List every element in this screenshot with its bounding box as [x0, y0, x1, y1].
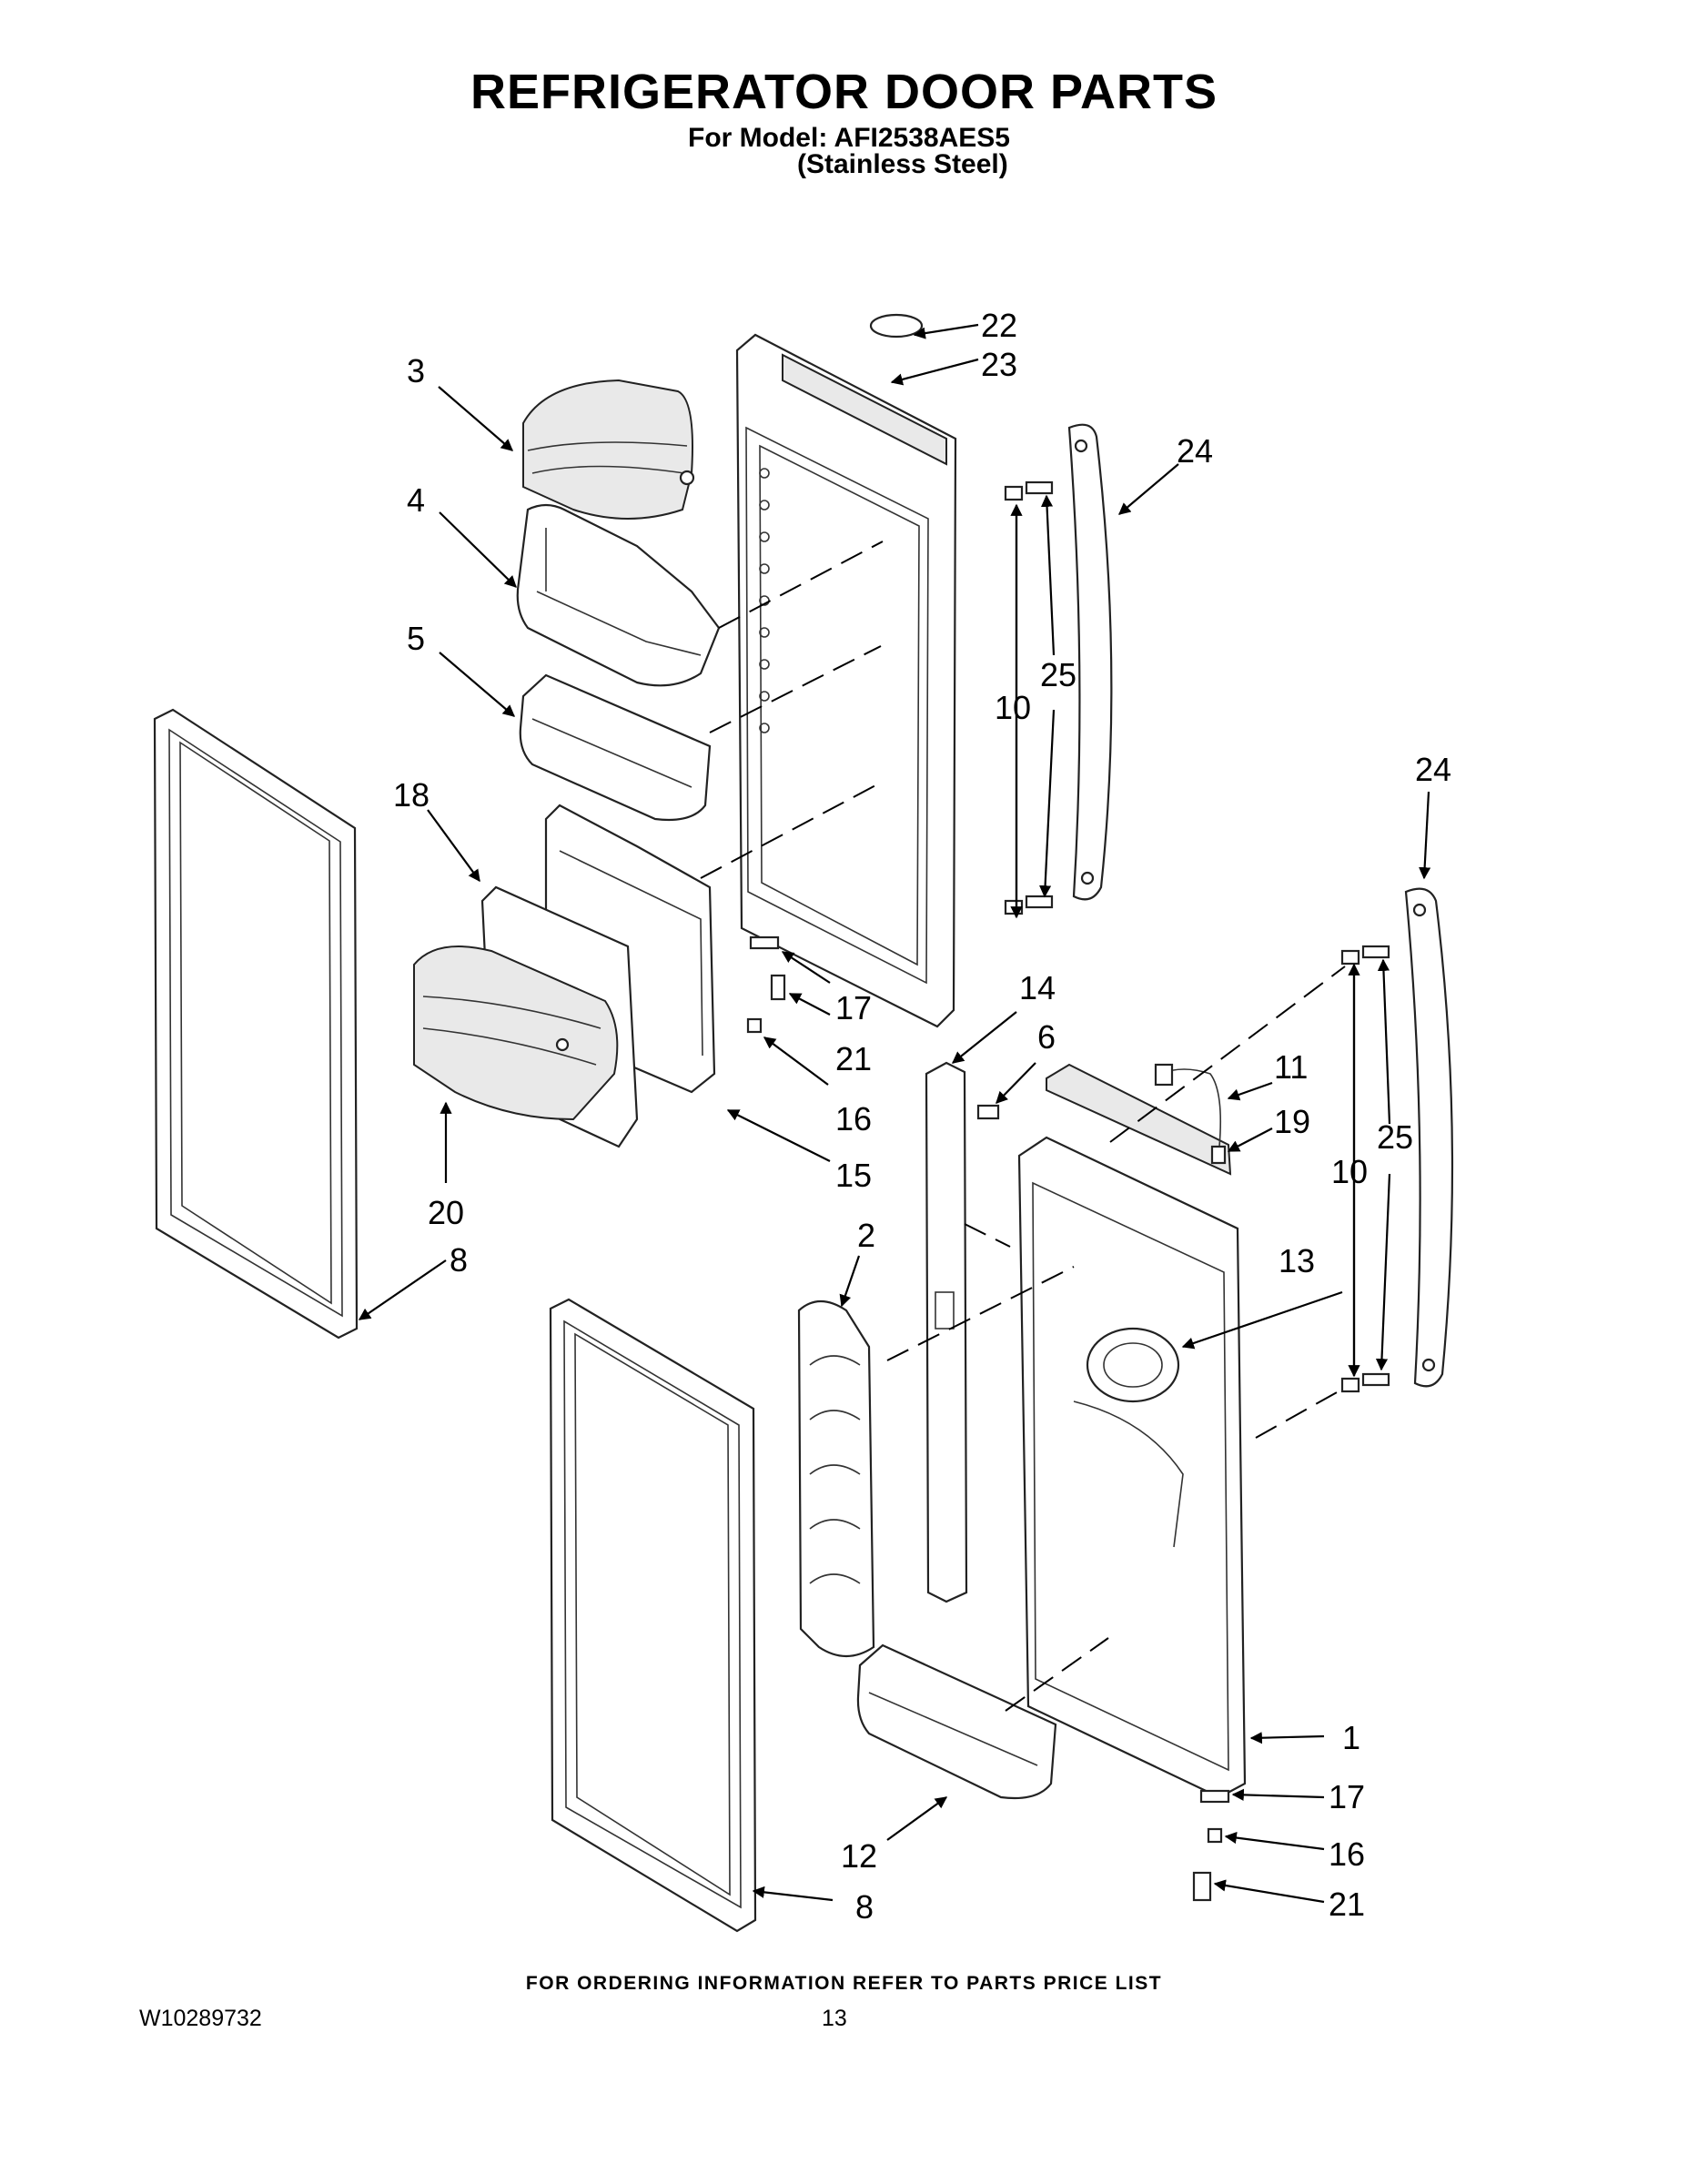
door-gasket-left — [153, 708, 359, 1340]
callout-4: 4 — [407, 481, 425, 519]
callout-8-upper: 8 — [450, 1241, 468, 1279]
handle-screws-lower — [1340, 945, 1390, 1393]
callout-22: 22 — [981, 307, 1017, 344]
water-tube — [1154, 1063, 1227, 1165]
callout-17-upper: 17 — [835, 989, 872, 1026]
ordering-note: FOR ORDERING INFORMATION REFER TO PARTS … — [525, 1973, 1163, 1994]
callout-13: 13 — [1279, 1242, 1315, 1279]
callout-19: 19 — [1274, 1103, 1310, 1140]
page-title: REFRIGERATOR DOOR PARTS — [470, 65, 1218, 119]
lower-door-assembly — [1017, 1063, 1247, 1799]
callout-18: 18 — [393, 776, 430, 814]
door-handle-lower — [1404, 887, 1454, 1388]
ice-bin-door-cover — [413, 945, 619, 1121]
callout-21-lower: 21 — [1329, 1886, 1365, 1923]
upper-hinge-hardware — [746, 935, 786, 1034]
callout-25-lower: 25 — [1377, 1118, 1413, 1156]
callout-14: 14 — [1019, 969, 1056, 1006]
callout-20: 20 — [428, 1194, 464, 1231]
callout-15: 15 — [835, 1157, 872, 1194]
callout-1: 1 — [1342, 1719, 1360, 1756]
document-number: W10289732 — [139, 2006, 262, 2031]
callout-21-upper: 21 — [835, 1040, 872, 1077]
door-bin-large — [856, 1643, 1057, 1800]
egg-tray — [797, 1299, 875, 1657]
model-variant: (Stainless Steel) — [797, 149, 1008, 179]
alignment-lines — [700, 541, 1346, 1712]
door-gasket-right — [549, 1298, 757, 1933]
callout-3: 3 — [407, 352, 425, 389]
callout-8-lower: 8 — [855, 1888, 874, 1926]
callout-16-lower: 16 — [1329, 1835, 1365, 1873]
callout-16-upper: 16 — [835, 1100, 872, 1138]
callout-24-upper: 24 — [1177, 432, 1213, 470]
door-bin-cover — [522, 379, 695, 520]
center-mullion-strip — [925, 1061, 968, 1603]
callout-17-lower: 17 — [1329, 1778, 1365, 1815]
model-number: For Model: AFI2538AES5 — [688, 123, 1010, 153]
screw-6 — [976, 1104, 1000, 1120]
callout-12: 12 — [841, 1837, 877, 1875]
callout-23: 23 — [981, 346, 1017, 383]
leader-lines — [358, 323, 1431, 1904]
callout-25-upper: 25 — [1040, 656, 1076, 693]
lower-hinge-hardware — [1192, 1789, 1230, 1902]
door-handle-upper — [1067, 423, 1113, 901]
callout-5: 5 — [407, 620, 425, 657]
callout-6: 6 — [1037, 1018, 1056, 1056]
door-bin-small — [519, 673, 712, 822]
callout-labels: 3 4 5 18 22 23 24 10 25 17 21 16 15 20 8… — [393, 307, 1451, 1926]
dairy-bin — [516, 503, 721, 687]
callout-24-lower: 24 — [1415, 751, 1451, 788]
upper-door-liner — [735, 313, 957, 1028]
callout-10-lower: 10 — [1331, 1153, 1368, 1190]
callout-2: 2 — [857, 1217, 875, 1254]
callout-10-upper: 10 — [995, 689, 1031, 726]
page-number: 13 — [822, 2006, 847, 2031]
callout-11: 11 — [1274, 1048, 1308, 1086]
